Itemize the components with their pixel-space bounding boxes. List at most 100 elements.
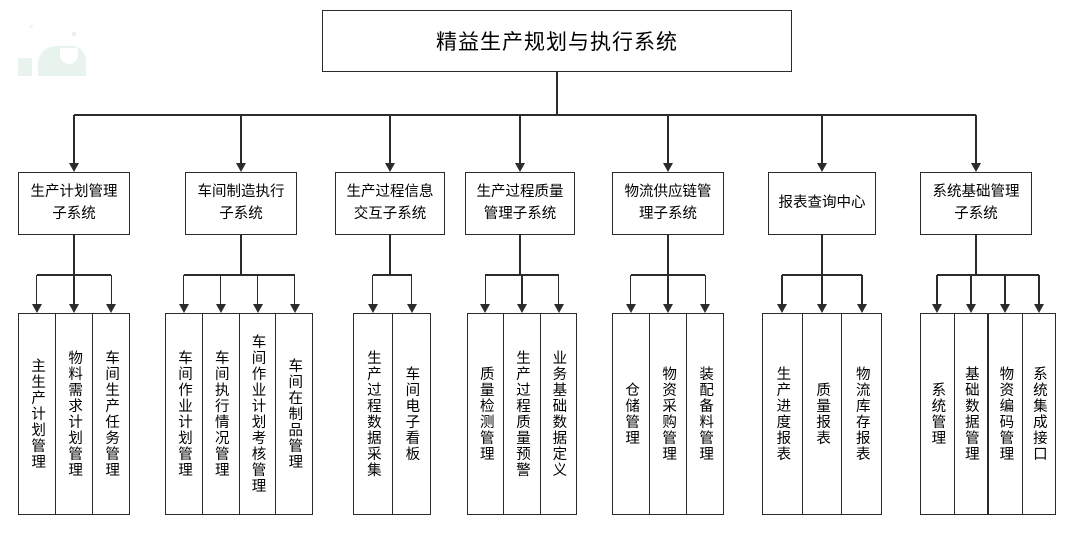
leaf-group-4: 质量检测管理生产过程质量预警业务基础数据定义 (467, 313, 577, 515)
leaf-node-label: 系统管理 (929, 382, 946, 446)
branch-node-1[interactable]: 生产计划管理子系统 (18, 172, 130, 235)
leaf-drop (861, 275, 863, 304)
leaf-drop (293, 275, 296, 304)
branch-stem (73, 235, 75, 275)
leaf-node-label: 装配备料管理 (697, 366, 714, 462)
leaf-node[interactable]: 物资编码管理 (989, 314, 1023, 514)
leaf-node[interactable]: 车间电子看板 (393, 314, 431, 514)
leaf-arrow (817, 304, 827, 313)
leaf-group-1: 主生产计划管理 物料需求计划管理 车间生产任务管理 (18, 313, 130, 515)
leaf-arrow (31, 304, 42, 313)
leaf-arrow (932, 304, 942, 313)
leaf-node[interactable]: 仓储管理 (613, 314, 650, 514)
leaf-node[interactable]: 物流库存报表 (842, 314, 881, 514)
leaf-node-label: 主生产计划管理 (29, 358, 46, 470)
leaf-node[interactable]: 质量报表 (803, 314, 843, 514)
leaf-node[interactable]: 车间生产任务管理 (93, 314, 129, 514)
leaf-node-label: 物资采购管理 (660, 366, 677, 462)
leaf-node[interactable]: 基础数据管理 (955, 314, 989, 514)
branch-stem (821, 235, 823, 275)
branch-drop (389, 115, 391, 163)
leaf-node[interactable]: 系统集成接口 (1023, 314, 1056, 514)
sub-bus (36, 274, 112, 276)
leaf-drop (182, 275, 185, 304)
leaf-drop (936, 275, 938, 304)
leaf-node-label: 基础数据管理 (962, 366, 979, 462)
leaf-node[interactable]: 装配备料管理 (687, 314, 723, 514)
branch-node-4[interactable]: 生产过程质量管理子系统 (465, 172, 575, 235)
leaf-node[interactable]: 生产进度报表 (763, 314, 803, 514)
leaf-drop (410, 275, 413, 304)
leaf-drop (781, 275, 783, 304)
leaf-drop (629, 275, 632, 304)
branch-node-5[interactable]: 物流供应链管理子系统 (612, 172, 724, 235)
branch-stem (667, 235, 669, 275)
leaf-node[interactable]: 车间执行情况管理 (203, 314, 240, 514)
leaf-arrow (178, 304, 189, 313)
watermark-shape (38, 46, 86, 76)
leaf-node-label: 车间作业计划管理 (175, 350, 192, 478)
leaf-node[interactable]: 主生产计划管理 (19, 314, 56, 514)
leaf-node-label: 车间生产任务管理 (103, 350, 120, 478)
leaf-node[interactable]: 业务基础数据定义 (541, 314, 576, 514)
leaf-arrow (857, 304, 867, 313)
leaf-node-label: 物料需求计划管理 (66, 350, 83, 478)
leaf-node-label: 生产进度报表 (774, 366, 791, 462)
leaf-node[interactable]: 车间在制品管理 (276, 314, 312, 514)
leaf-node[interactable]: 生产过程质量预警 (504, 314, 541, 514)
root-node[interactable]: 精益生产规划与执行系统 (322, 10, 792, 72)
leaf-arrow (69, 304, 79, 313)
sub-bus (630, 274, 706, 276)
branch-arrow (817, 163, 827, 172)
leaf-node-label: 车间电子看板 (403, 366, 420, 462)
leaf-drop (35, 275, 38, 304)
branch-node-label: 车间制造执行子系统 (197, 184, 285, 222)
branch-node-6[interactable]: 报表查询中心 (768, 172, 876, 235)
leaf-arrow (367, 304, 378, 313)
leaf-drop (667, 275, 669, 304)
leaf-group-3: 生产过程数据采集车间电子看板 (353, 313, 431, 515)
branch-node-7[interactable]: 系统基础管理子系统 (920, 172, 1032, 235)
leaf-arrow (480, 304, 491, 313)
leaf-group-7: 系统管理基础数据管理 物资编码管理系统集成接口 (920, 313, 1056, 515)
leaf-node[interactable]: 车间作业计划管理 (166, 314, 203, 514)
leaf-node-label: 车间在制品管理 (286, 358, 303, 470)
leaf-node[interactable]: 系统管理 (921, 314, 955, 514)
branch-drop (667, 115, 669, 163)
branch-node-2[interactable]: 车间制造执行子系统 (185, 172, 297, 235)
watermark-shape (18, 58, 32, 76)
branch-arrow (663, 163, 673, 172)
leaf-arrow (663, 304, 673, 313)
branch-arrow (236, 163, 246, 172)
leaf-arrow (106, 304, 117, 313)
branch-stem (389, 235, 391, 275)
leaf-arrow (625, 304, 636, 313)
branch-drop (519, 115, 521, 163)
leaf-drop (73, 275, 75, 304)
branch-node-label: 生产过程质量管理子系统 (476, 184, 564, 222)
branch-arrow (69, 163, 79, 172)
branch-arrow (515, 163, 525, 172)
leaf-group-2: 车间作业计划管理车间执行情况管理车间作业计划考核管理车间在制品管理 (165, 313, 313, 515)
leaf-drop (256, 275, 259, 304)
leaf-drop (970, 275, 972, 304)
leaf-arrow (700, 304, 711, 313)
sub-bus (485, 274, 559, 276)
leaf-node-label: 业务基础数据定义 (550, 350, 567, 478)
branch-node-3[interactable]: 生产过程信息交互子系统 (335, 172, 445, 235)
leaf-node[interactable]: 车间作业计划考核管理 (240, 314, 277, 514)
leaf-node[interactable]: 物料需求计划管理 (56, 314, 93, 514)
branch-arrow (971, 163, 981, 172)
leaf-node-label: 仓储管理 (623, 382, 640, 446)
branch-stem (519, 235, 521, 275)
leaf-arrow (1034, 304, 1044, 313)
leaf-node[interactable]: 生产过程数据采集 (354, 314, 393, 514)
leaf-arrow (553, 304, 564, 313)
leaf-node-label: 物资编码管理 (997, 366, 1014, 462)
leaf-node[interactable]: 质量检测管理 (468, 314, 505, 514)
leaf-node[interactable]: 物资采购管理 (650, 314, 687, 514)
watermark-shape (60, 48, 78, 64)
leaf-arrow (777, 304, 787, 313)
leaf-drop (557, 275, 560, 304)
